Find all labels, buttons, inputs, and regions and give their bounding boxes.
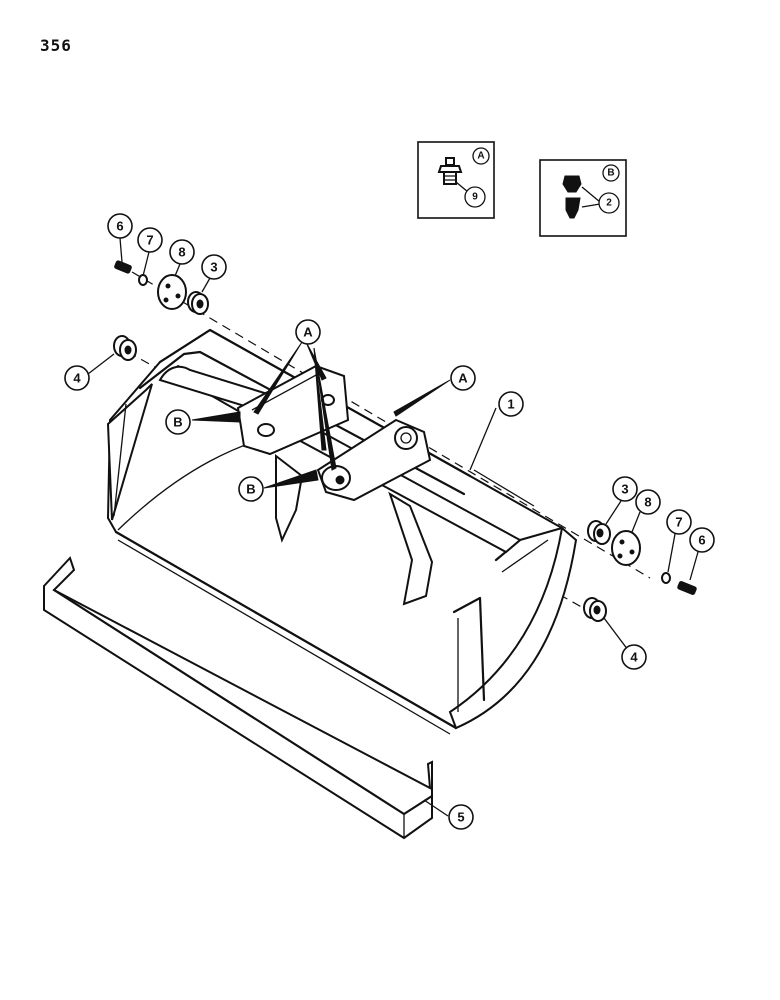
lock-washer-icon <box>138 274 148 286</box>
svg-text:9: 9 <box>472 192 478 203</box>
bushing-icon <box>113 335 137 361</box>
page-number: 356 <box>40 36 72 55</box>
bushing-icon <box>587 520 611 545</box>
inset-b-label: B <box>602 164 620 182</box>
inset-a-label: A <box>472 147 490 165</box>
bolt-icon <box>114 260 132 274</box>
callout-a-2: A <box>450 365 476 391</box>
svg-text:A: A <box>477 151 484 162</box>
callout-6-left: 6 <box>107 213 133 239</box>
callout-3-right: 3 <box>612 476 638 502</box>
callout-a-1: A <box>295 319 321 345</box>
callout-4-left: 4 <box>64 365 90 391</box>
callout-7-left: 7 <box>137 227 163 253</box>
bolt-icon <box>677 581 697 595</box>
callout-1: 1 <box>498 391 524 417</box>
svg-text:6: 6 <box>698 533 705 548</box>
bushing-icon <box>583 597 607 622</box>
callout-8-left: 8 <box>169 239 195 265</box>
setscrew-plug-icon <box>562 175 582 193</box>
grease-fitting-straight-icon <box>437 157 463 185</box>
svg-text:6: 6 <box>116 219 123 234</box>
retainer-plate-icon <box>157 274 187 310</box>
svg-text:1: 1 <box>507 397 514 412</box>
cutting-edge <box>43 556 434 840</box>
svg-text:2: 2 <box>606 198 612 209</box>
inset-b: B 2 <box>539 159 627 237</box>
right-pin-hardware <box>583 520 697 622</box>
svg-text:A: A <box>458 371 468 386</box>
svg-text:B: B <box>607 168 614 179</box>
callout-5: 5 <box>448 804 474 830</box>
callout-6-right: 6 <box>689 527 715 553</box>
left-pin-hardware <box>113 260 209 361</box>
svg-text:A: A <box>303 325 313 340</box>
svg-text:3: 3 <box>210 260 217 275</box>
callout-7-right: 7 <box>666 509 692 535</box>
svg-text:B: B <box>173 415 182 430</box>
bucket <box>106 328 578 735</box>
setscrew-plug-icon <box>565 197 581 219</box>
svg-text:7: 7 <box>675 515 682 530</box>
callout-4-right: 4 <box>621 644 647 670</box>
callout-2: 2 <box>598 192 620 214</box>
bucket-left-side <box>106 383 153 521</box>
right-mounting-ear <box>316 418 432 502</box>
callout-8-right: 8 <box>635 489 661 515</box>
svg-text:4: 4 <box>73 371 81 386</box>
svg-text:5: 5 <box>457 810 464 825</box>
callout-9: 9 <box>464 186 486 208</box>
callout-b-2: B <box>238 476 264 502</box>
svg-text:B: B <box>246 482 255 497</box>
leader-lines <box>87 237 699 817</box>
inset-a: A 9 <box>417 141 495 219</box>
svg-text:7: 7 <box>146 233 153 248</box>
bushing-icon <box>187 291 209 315</box>
callout-b-1: B <box>165 409 191 435</box>
svg-text:8: 8 <box>644 495 651 510</box>
callout-3-left: 3 <box>201 254 227 280</box>
svg-text:3: 3 <box>621 482 628 497</box>
retainer-plate-icon <box>611 530 641 566</box>
svg-text:4: 4 <box>630 650 638 665</box>
svg-text:8: 8 <box>178 245 185 260</box>
lock-washer-icon <box>661 572 671 584</box>
